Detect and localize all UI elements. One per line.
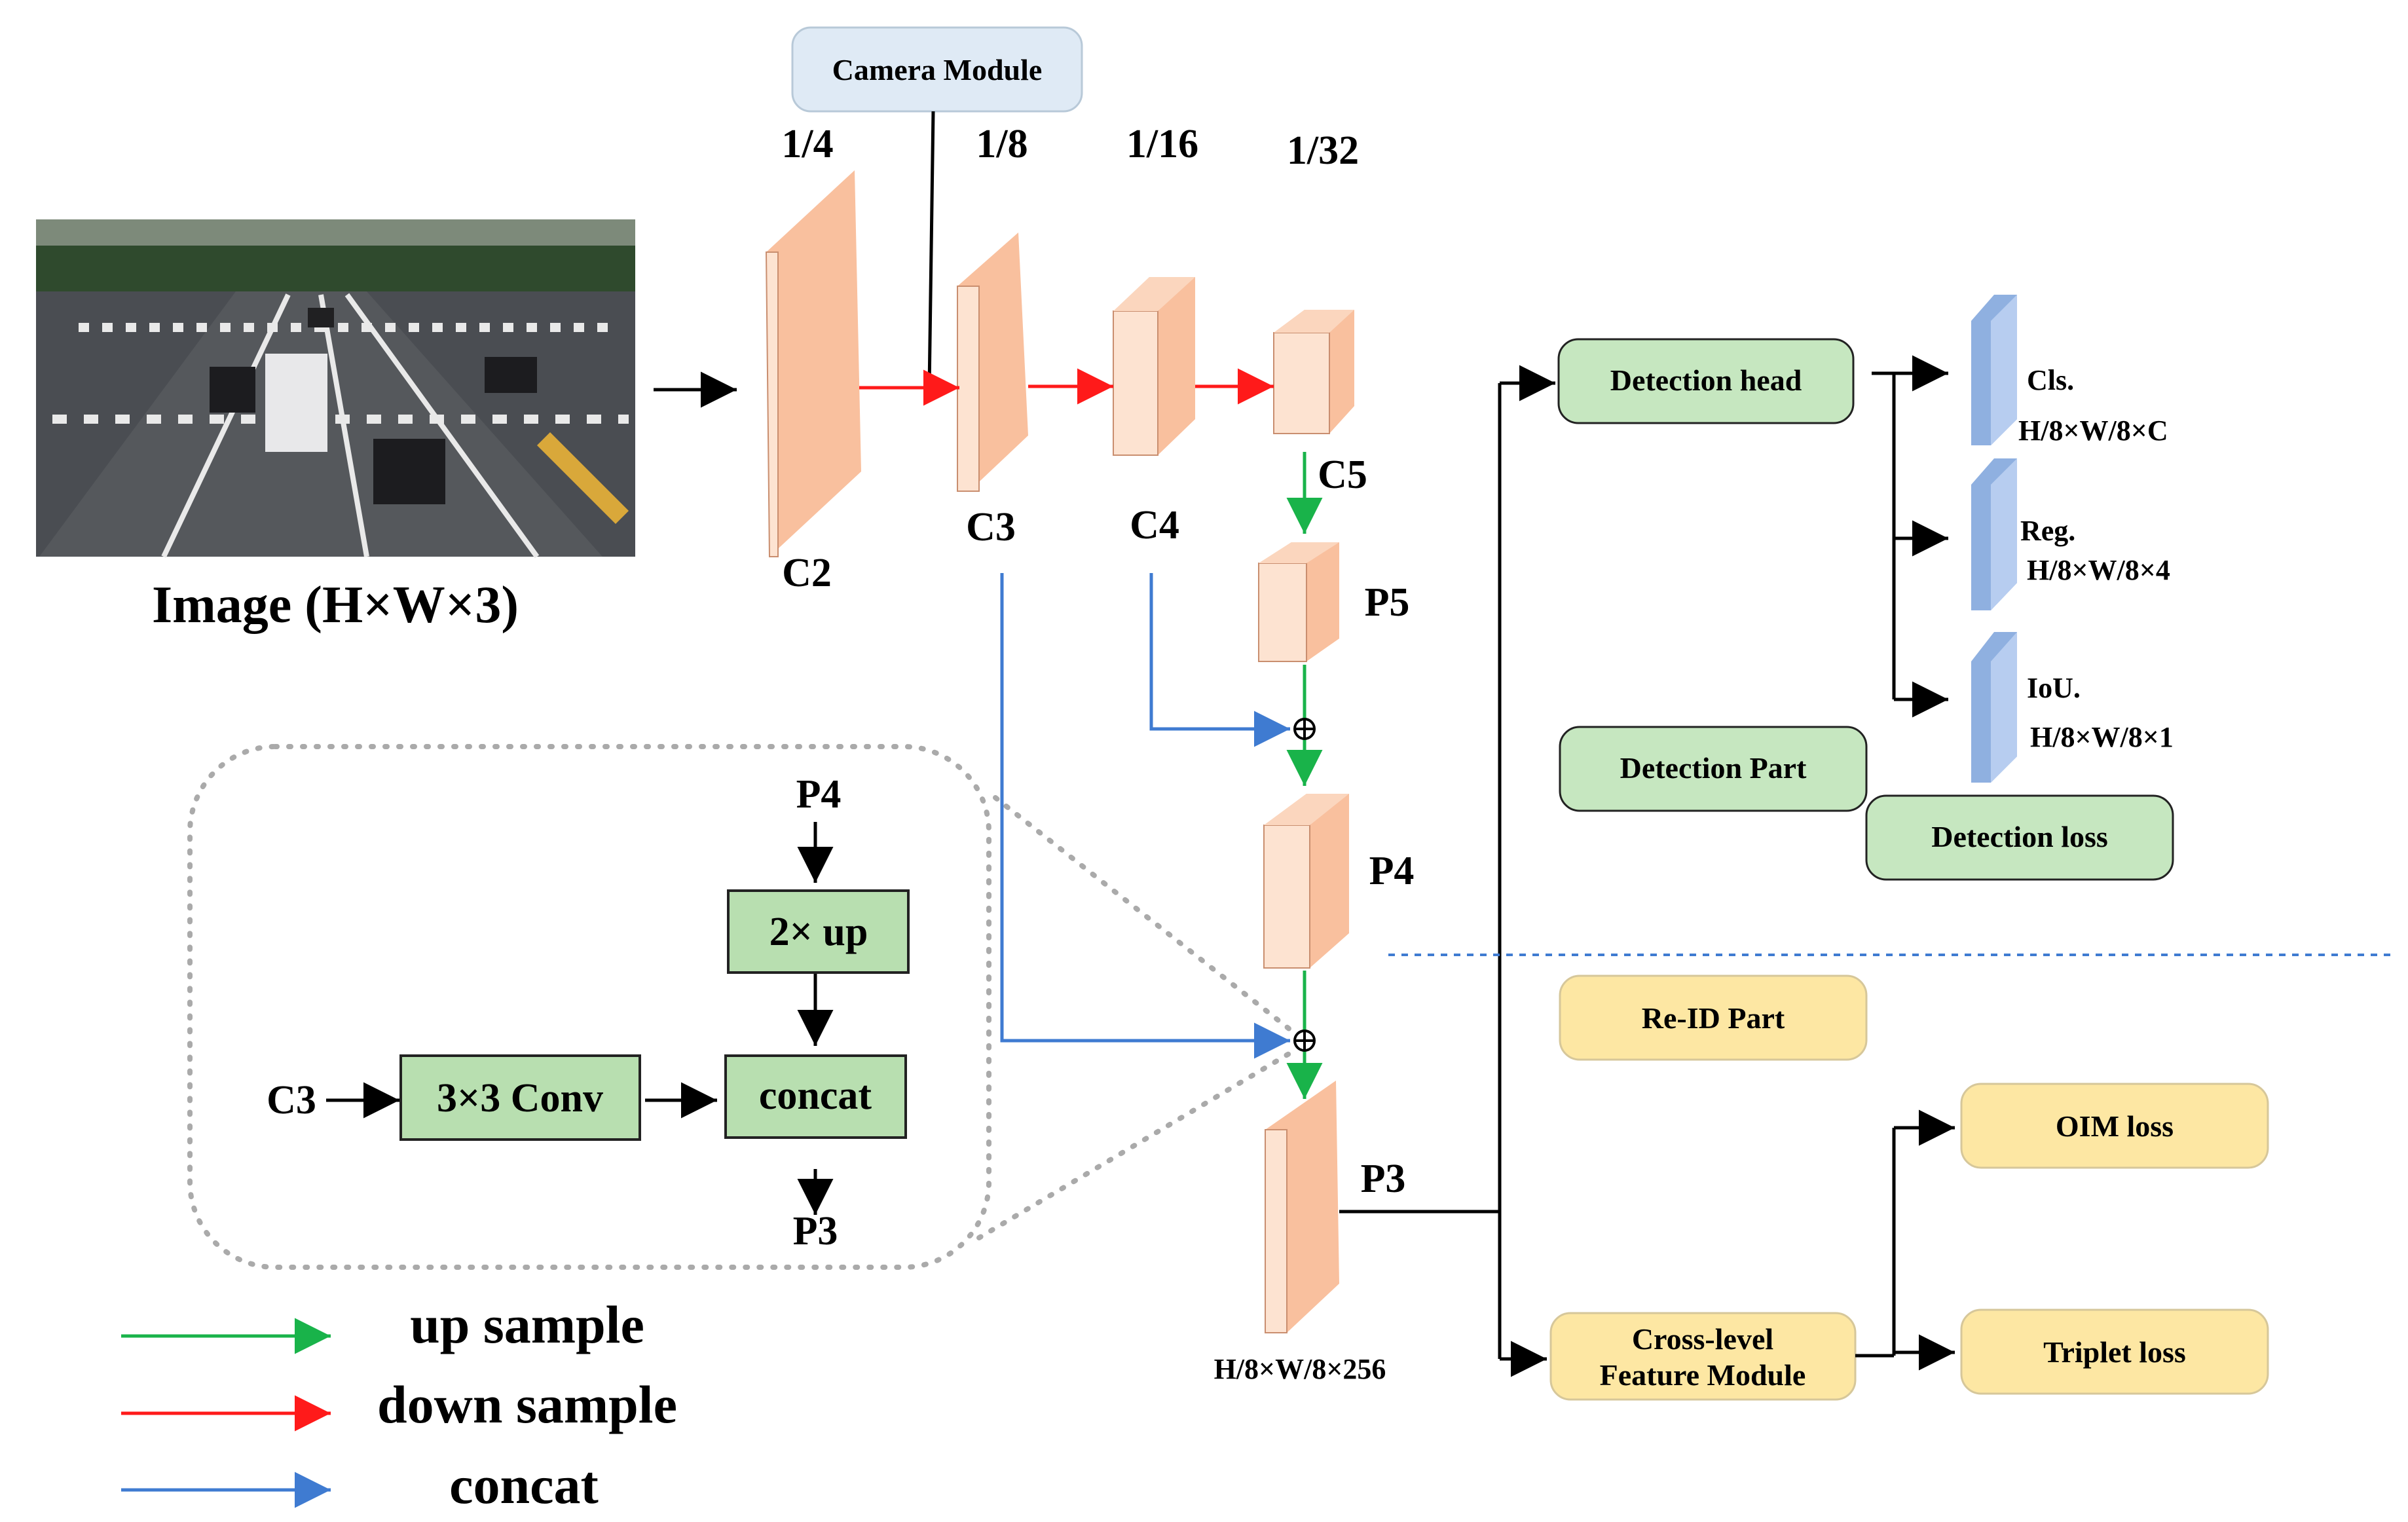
oim-loss-label: OIM loss [2056,1109,2174,1143]
iou-dimension: H/8×W/8×1 [2030,721,2174,753]
feature-map-p4 [1263,794,1349,969]
triplet-loss-box [1960,1309,2269,1395]
scale-1-8: 1/8 [976,122,1028,166]
concat-arrow-c4-p4 [1149,573,1290,747]
detection-part-label: Detection Part [1620,751,1807,785]
cross-level-label-line2: Feature Module [1600,1358,1806,1392]
label-c2: C2 [782,551,832,595]
cls-dimension: H/8×W/8×C [2018,415,2168,447]
inset-upsample-box [727,889,910,974]
label-c4: C4 [1130,503,1179,548]
cls-label: Cls. [2027,364,2074,396]
label-c5: C5 [1318,453,1367,497]
triplet-loss-label: Triplet loss [2043,1335,2186,1369]
inset-conv-label: 3×3 Conv [437,1076,603,1121]
feature-map-c2 [765,170,861,557]
input-image [36,219,635,559]
legend-up-sample-label: up sample [410,1295,644,1354]
inset-zoom-line-bottom [976,1049,1296,1240]
feature-map-c3 [957,232,1028,492]
inset-p3-label: P3 [793,1209,838,1253]
detection-part-box [1559,726,1868,812]
scale-1-32: 1/32 [1287,128,1359,173]
reid-part-box [1559,974,1868,1061]
oim-loss-box [1960,1083,2269,1169]
legend: up sample down sample concat [121,1295,677,1515]
inset-c3-label: C3 [267,1078,316,1123]
label-p3: P3 [1361,1157,1406,1201]
detection-head-label: Detection head [1610,363,1802,397]
label-p4: P4 [1369,849,1415,893]
feature-map-c5 [1273,310,1354,434]
iou-label: IoU. [2027,672,2081,704]
inset-upsample-label: 2× up [769,910,868,954]
feature-map-c4 [1113,277,1195,456]
p3-dimension: H/8×W/8×256 [1214,1353,1386,1385]
legend-concat-label: concat [449,1455,599,1515]
scale-1-16: 1/16 [1126,122,1198,166]
cross-level-label-line1: Cross-level [1632,1322,1773,1356]
scale-1-4: 1/4 [781,122,833,166]
inset-zoom-line-top [993,795,1299,1037]
output-map-reg [1971,458,2017,610]
detection-head-box [1557,338,1855,424]
sum-node-p3 [1293,1030,1316,1052]
inset-concat-label: concat [759,1073,872,1118]
output-map-iou [1971,632,2017,783]
label-p5: P5 [1365,580,1410,625]
label-c3: C3 [966,505,1016,549]
inset-concat-box [724,1054,907,1139]
camera-module-line [927,111,935,388]
output-map-cls [1971,295,2017,445]
concat-arrow-c3-p3 [1000,573,1290,1059]
reid-part-label: Re-ID Part [1642,1001,1785,1035]
camera-module-box [791,26,1083,113]
detection-loss-box [1865,794,2174,881]
image-label: Image (H×W×3) [152,576,519,634]
feature-map-p3 [1265,1081,1339,1333]
inset-conv-box [399,1054,641,1141]
reg-dimension: H/8×W/8×4 [2027,554,2170,586]
sum-node-p4 [1293,718,1316,740]
reg-label: Reg. [2020,515,2075,547]
inset-p4-label: P4 [796,772,842,817]
detection-loss-label: Detection loss [1931,820,2108,853]
camera-module-label: Camera Module [832,53,1043,86]
inset-outline [187,744,991,1270]
legend-down-sample-label: down sample [377,1375,677,1434]
feature-map-p5 [1258,542,1339,662]
